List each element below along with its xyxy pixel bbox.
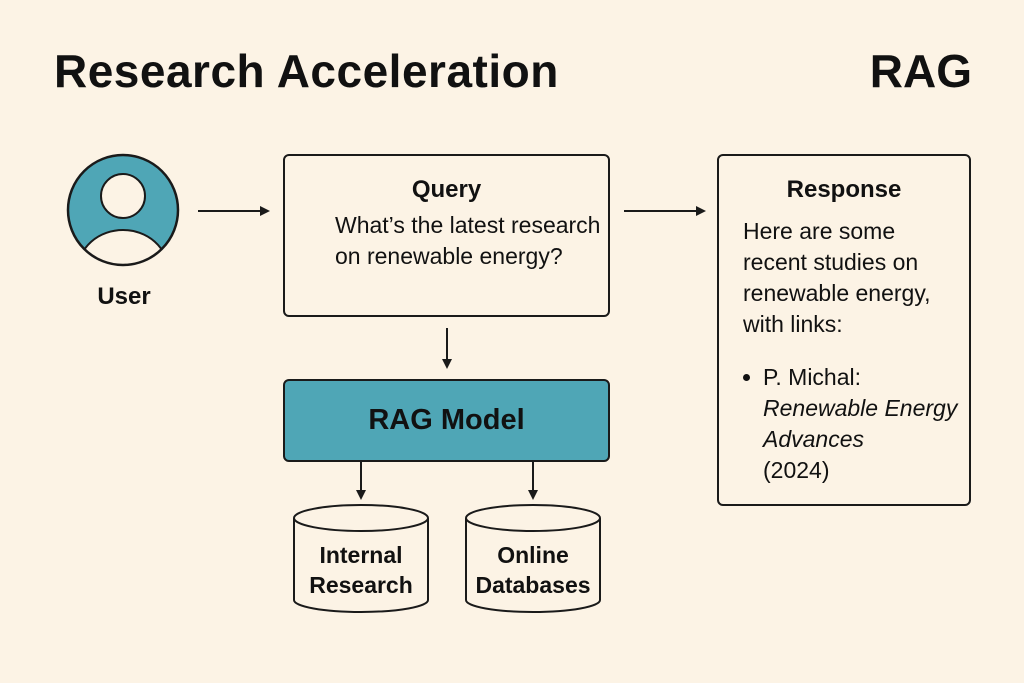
response-box: Response Here are some recent studies on… [717,154,971,506]
user-label: User [97,283,151,310]
citation-item: P. Michal: Renewable Energy Advances (20… [743,362,973,486]
response-text: Here are some recent studies on renewabl… [743,218,931,337]
query-heading: Query [411,176,482,203]
page-tag: RAG [869,45,972,97]
query-text: What’s the latest research on renewable … [335,212,601,269]
rag-model-label: RAG Model [368,404,525,436]
internal-research-line2: Research [309,572,413,598]
citation-year: (2024) [763,457,830,483]
online-databases-label: Online Databases [466,540,600,600]
query-box: Query What’s the latest research on rene… [283,154,610,317]
response-heading: Response [786,176,902,203]
database-icon-online [465,504,601,613]
page-title: Research Acceleration [54,45,559,97]
bullet-icon [743,374,750,381]
online-databases-line1: Online [497,542,569,568]
database-icon-internal [293,504,429,613]
online-databases-line2: Databases [475,572,591,598]
citation-author: P. Michal: [763,364,862,390]
rag-model-box: RAG Model [283,379,610,462]
user-avatar-icon [66,153,180,267]
internal-research-label: Internal Research [294,540,428,600]
internal-research-line1: Internal [319,542,403,568]
citation-title: Renewable Energy Advances [763,395,958,452]
